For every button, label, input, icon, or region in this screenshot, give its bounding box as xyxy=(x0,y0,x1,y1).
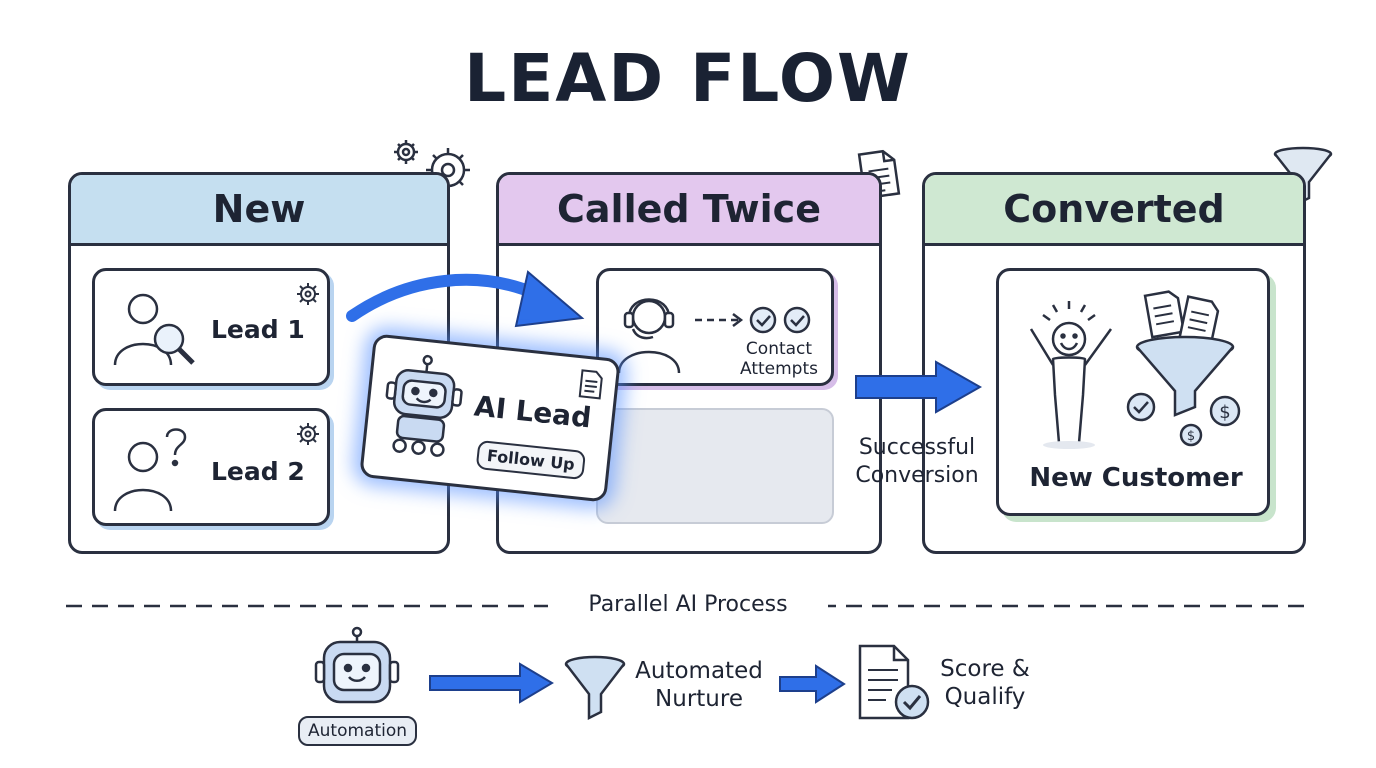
lead-1-label: Lead 1 xyxy=(211,315,305,344)
process-arrow xyxy=(779,664,846,704)
successful-conversion-label: Successful Conversion xyxy=(855,435,979,488)
ai-lead-label: AI Lead xyxy=(472,389,593,435)
column-called-twice-header: Called Twice xyxy=(499,175,879,246)
follow-up-button[interactable]: Follow Up xyxy=(475,439,587,481)
conversion-arrow xyxy=(855,360,983,414)
contact-attempts-label: Contact Attempts xyxy=(740,339,818,379)
check-attempts-icon xyxy=(695,306,811,334)
gear-icon xyxy=(297,283,319,305)
contact-attempts-card[interactable]: Contact Attempts xyxy=(596,268,834,386)
funnel-documents-icon: $ $ xyxy=(1126,290,1241,447)
ai-lead-card[interactable]: AI Lead Follow Up xyxy=(359,333,621,503)
empty-slot xyxy=(596,408,834,524)
lead-card-1[interactable]: Lead 1 xyxy=(92,268,330,386)
user-question-icon xyxy=(113,428,187,512)
column-new-header: New xyxy=(71,175,447,246)
move-arrow xyxy=(346,270,585,328)
diagram-title: LEAD FLOW xyxy=(464,40,912,117)
document-check-icon xyxy=(858,644,930,720)
happy-person-icon xyxy=(1029,301,1113,449)
svg-text:$: $ xyxy=(1187,429,1195,444)
headset-agent-icon xyxy=(617,298,681,374)
svg-text:$: $ xyxy=(1219,402,1230,423)
process-arrow xyxy=(429,662,554,704)
robot-icon xyxy=(314,626,400,704)
lead-card-2[interactable]: Lead 2 xyxy=(92,408,330,526)
lead-2-label: Lead 2 xyxy=(211,457,305,486)
document-icon xyxy=(578,369,603,400)
new-customer-card[interactable]: $ $ New Customer xyxy=(996,268,1270,516)
column-converted-header: Converted xyxy=(925,175,1303,246)
gear-icon xyxy=(297,423,319,445)
new-customer-label: New Customer xyxy=(1029,463,1243,493)
user-search-icon xyxy=(113,293,195,366)
funnel-icon xyxy=(564,655,626,721)
automation-badge[interactable]: Automation xyxy=(298,716,418,746)
score-qualify-label: Score & Qualify xyxy=(940,656,1030,710)
parallel-ai-process-label: Parallel AI Process xyxy=(548,592,828,617)
automated-nurture-label: Automated Nurture xyxy=(635,658,763,712)
robot-icon xyxy=(385,354,463,457)
